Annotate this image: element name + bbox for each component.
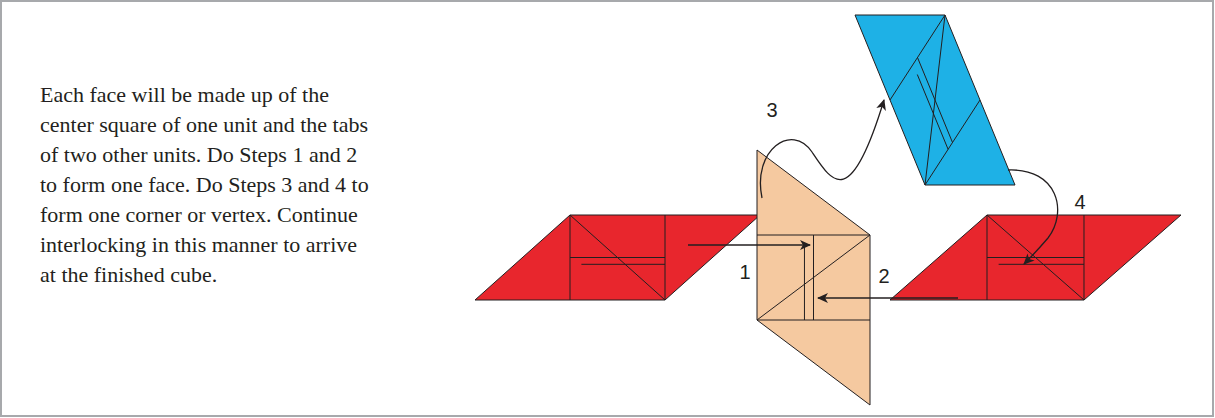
- callout-number: 3: [764, 99, 779, 121]
- fold-line: [987, 257, 1084, 258]
- red-unit: [890, 215, 1181, 300]
- fold-line: [581, 264, 665, 265]
- step-arrow: [760, 100, 884, 198]
- tan-unit: [757, 150, 870, 405]
- step-arrow: [1008, 170, 1058, 264]
- unit-outline: [757, 150, 870, 405]
- red-unit: [475, 215, 760, 300]
- fold-line: [570, 257, 665, 258]
- unit-outline: [475, 215, 760, 300]
- callout-number: 2: [876, 265, 891, 287]
- fold-line: [999, 264, 1084, 265]
- fold-line: [987, 215, 1084, 300]
- step-arrow: [688, 244, 810, 245]
- fold-line: [917, 75, 948, 150]
- fold-line: [570, 215, 665, 300]
- fold-line: [918, 58, 953, 143]
- unit-outline: [890, 215, 1181, 300]
- fold-line: [813, 235, 814, 320]
- fold-line: [804, 245, 805, 320]
- fold-line: [757, 235, 870, 320]
- instruction-text: Each face will be made up of the center …: [40, 80, 375, 290]
- callout-number: 1: [737, 261, 752, 283]
- blue-unit: [855, 0, 1015, 270]
- callout-number: 4: [1072, 191, 1087, 213]
- unit-outline: [855, 0, 1015, 270]
- step-arrow: [818, 297, 958, 298]
- fold-line: [890, 15, 980, 185]
